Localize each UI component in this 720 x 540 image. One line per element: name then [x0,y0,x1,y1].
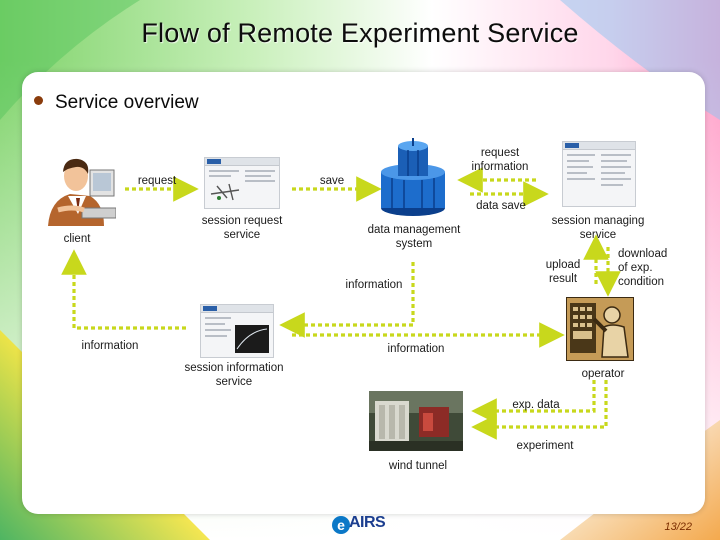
arrow-experiment [471,380,608,440]
client-label: client [63,233,91,245]
session-managing-label: session managing service [538,214,658,242]
data-save-label: data save [476,200,526,212]
session-managing-label-line1: session managing [551,215,645,227]
slide-title: Flow of Remote Experiment Service [141,18,579,48]
experiment-label: experiment [516,440,574,452]
exp-data-label: exp. data [512,399,560,411]
arrow-information-client [61,249,186,330]
session-information-screenshot [200,304,274,358]
download-condition-label-line2: of exp. [618,262,653,274]
upload-result-label: upload result [540,258,586,286]
upload-result-label-line2: result [548,273,578,285]
session-managing-screenshot [562,141,636,207]
session-request-label-line2: service [223,229,261,241]
client-icon [48,158,116,226]
eairs-logo-e: e [332,516,350,534]
session-managing-label-line2: service [579,229,617,241]
session-request-label-line1: session request [201,215,283,227]
operator-label: operator [581,368,625,380]
operator-icon [566,297,634,361]
request-label: request [137,175,177,187]
bullet-item: Service overview [34,92,199,114]
data-management-label-line2: system [395,238,433,250]
information-client-label: information [81,340,139,352]
data-management-label: data management system [352,223,476,251]
wind-tunnel-photo [369,391,463,451]
arrow-information-dms [279,262,415,338]
session-information-label-line2: service [215,376,253,388]
save-label: save [319,175,345,187]
download-condition-label: download of exp. condition [618,247,680,289]
session-information-label: session information service [170,361,298,389]
data-management-label-line1: data management [367,224,461,236]
server-icon [381,138,445,216]
bullet-dot [34,96,43,106]
wind-tunnel-label: wind tunnel [388,460,448,472]
request-information-label-line1: request [480,147,520,159]
download-condition-label-line3: condition [618,276,665,288]
bullet-text: Service overview [55,92,199,113]
download-condition-label-line1: download [618,248,668,260]
eairs-logo-text: AIRS [349,514,386,531]
session-request-screenshot [204,157,280,209]
session-information-label-line1: session information [184,362,284,374]
graph-thumbnail [235,325,269,353]
eairs-logo: e AIRS [332,514,388,536]
session-request-label: session request service [180,214,304,242]
page-number: 13/22 [664,521,692,533]
request-information-label-line2: information [471,161,529,173]
arrow-exp-data [471,380,596,424]
information-dms-label: information [345,279,403,291]
information-operator-label: information [387,343,445,355]
request-information-label: request information [462,146,538,174]
upload-result-label-line1: upload [545,259,581,271]
